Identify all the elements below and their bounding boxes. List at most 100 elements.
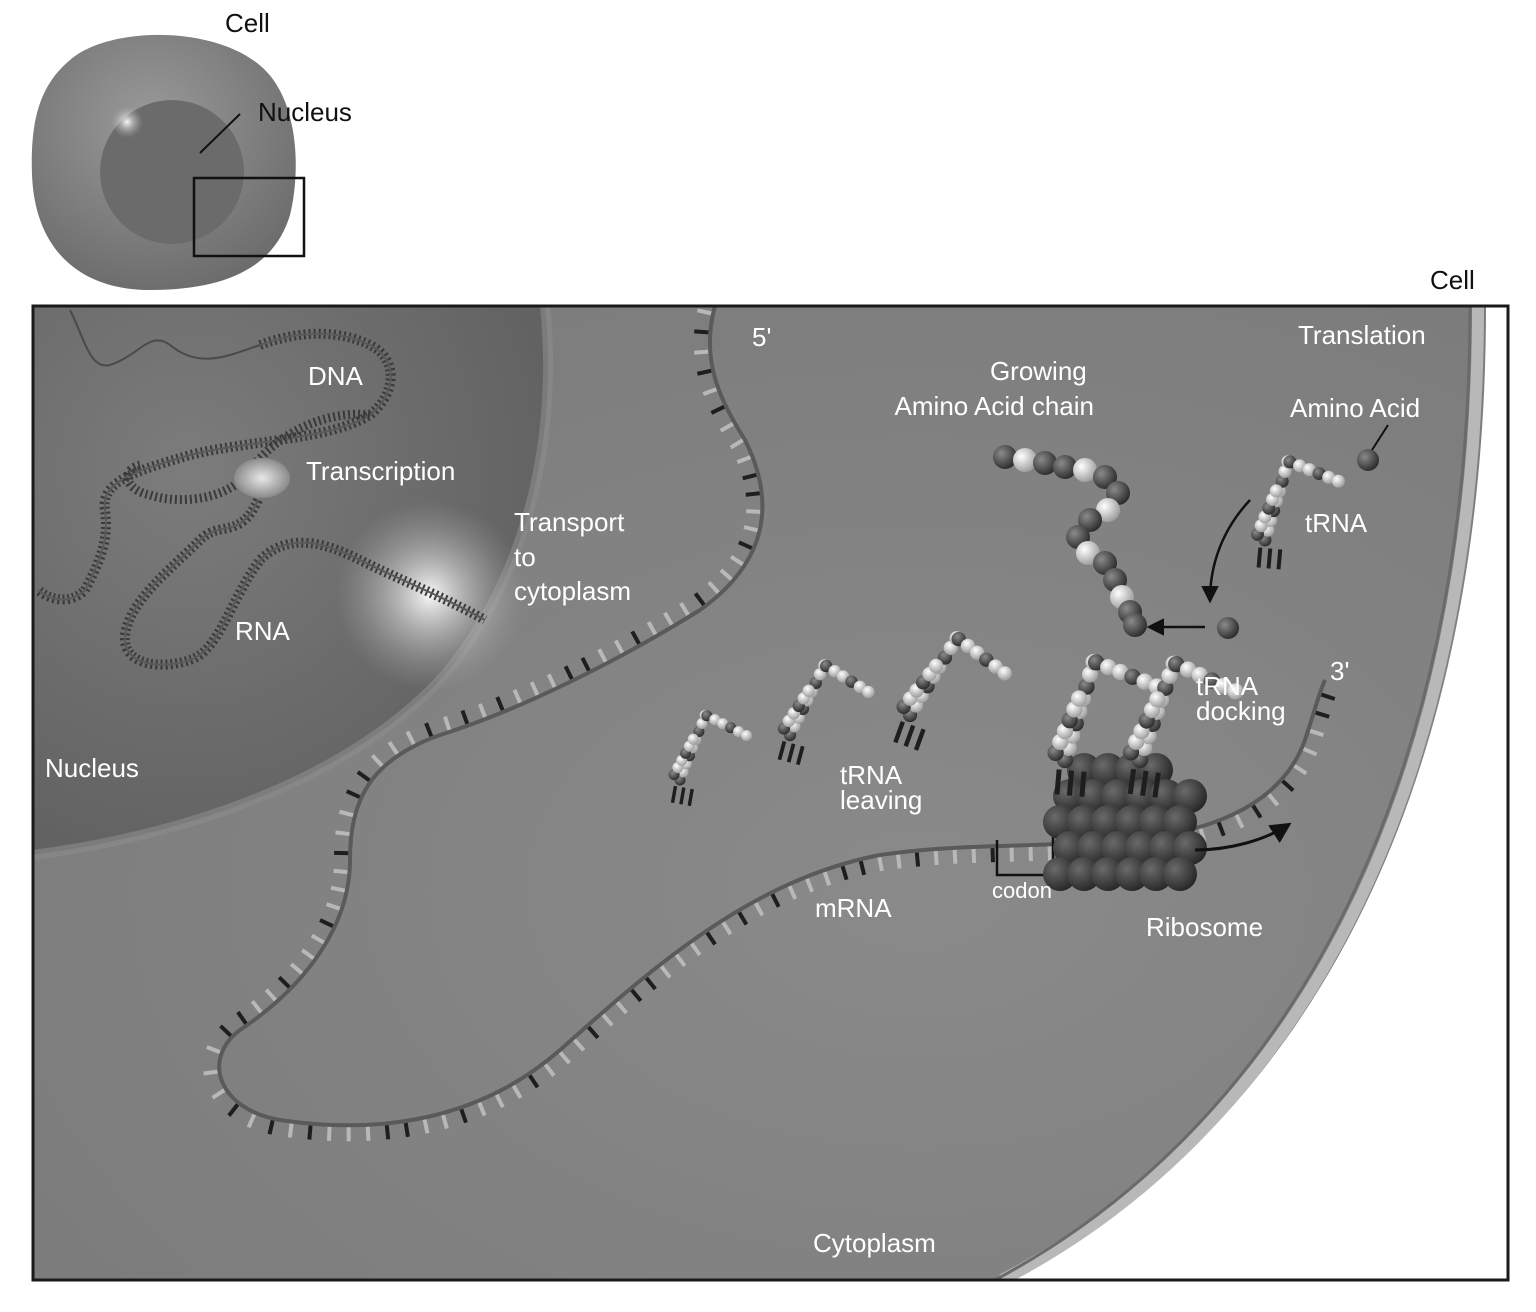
mrna-base [478, 703, 488, 720]
trna-bead [802, 684, 815, 698]
amino-acid [1053, 455, 1077, 479]
cytoplasm-label: Cytoplasm [813, 1228, 936, 1258]
amino-acid-label: Amino Acid [1290, 393, 1420, 423]
mrna-base [476, 1100, 487, 1117]
trna-bead [740, 730, 753, 742]
mrna-base [729, 555, 746, 568]
amino-acid [993, 445, 1017, 469]
mrna-base [310, 933, 327, 946]
growing-amino-acid-chain [993, 445, 1147, 637]
mrna-base [745, 491, 762, 497]
five-prime-label: 5' [752, 322, 771, 352]
mrna-base [804, 876, 814, 893]
trna-bead [997, 666, 1012, 681]
mrna-base [1216, 820, 1226, 837]
mrna-base [264, 988, 279, 1003]
amino-acid [1073, 458, 1097, 482]
mrna-base [370, 754, 385, 769]
trna-anticodon [1140, 770, 1149, 797]
trna-leaving-label: tRNA leaving [840, 760, 922, 815]
mrna-base [211, 1087, 228, 1100]
mrna-base [1233, 812, 1245, 829]
rna-label: RNA [235, 616, 291, 646]
mrna-base [277, 975, 292, 990]
mrna-base [580, 656, 592, 674]
trna-bead [862, 685, 875, 699]
trna-approach-arrow [1201, 499, 1251, 604]
mrna-base [227, 1101, 241, 1117]
dna-strand-a [37, 332, 392, 601]
mrna-base [752, 900, 765, 917]
overview-nucleus-leader [199, 113, 241, 154]
mrna-base [822, 869, 832, 886]
cell-membrane [999, 306, 1484, 1280]
mrna-base [710, 404, 727, 415]
mrna-base [460, 709, 470, 727]
trna-docking-label: tRNA docking [1196, 671, 1286, 726]
mrna-label: mRNA [815, 893, 892, 923]
trna-anticodon [670, 785, 678, 804]
ribosome-subunit [1163, 805, 1197, 839]
trna-anticodon [1079, 771, 1087, 797]
trna-anticodon [1276, 549, 1283, 570]
ribosome-subunit [1091, 857, 1125, 891]
mrna-base [585, 1024, 600, 1040]
ribosome-direction-arrow [1194, 822, 1292, 852]
trna-anticodon [1066, 770, 1075, 796]
main-cell-label: Cell [1430, 265, 1475, 295]
nucleus-label: Nucleus [45, 753, 139, 783]
mrna-base [289, 962, 305, 977]
overview-highlight [111, 106, 143, 138]
transcription-label: Transcription [306, 456, 455, 486]
mrna-base [495, 696, 506, 713]
overview-cell-label: Cell [225, 8, 270, 38]
trna-anticodon [903, 724, 916, 747]
mrna-base [319, 918, 336, 929]
mrna-base [613, 639, 626, 656]
mrna-base [403, 1120, 410, 1138]
mrna-base [510, 1083, 523, 1099]
mrna-base [301, 948, 317, 962]
trna-bead [687, 733, 699, 745]
trna-bead [1071, 690, 1088, 707]
ribosome-subunit [1043, 857, 1077, 891]
mrna-base [914, 850, 921, 867]
mrna-base [443, 715, 452, 733]
amino-acid [1033, 451, 1057, 475]
amino-acid-leader [1371, 424, 1389, 451]
mrna-base [658, 963, 672, 979]
trna [1047, 653, 1165, 797]
mrna-base [729, 437, 746, 450]
mrna-base [206, 1045, 223, 1055]
mrna-base [333, 868, 350, 875]
ribosome-subunit [1173, 779, 1207, 813]
mrna-base [527, 1072, 540, 1089]
dna-loop [123, 409, 371, 505]
trna-anticodon [786, 743, 796, 763]
rna-polymerase [234, 458, 290, 498]
mrna-base [895, 852, 902, 869]
ribosome-subunit [1101, 831, 1135, 865]
trna-anticodon [679, 787, 686, 805]
mrna-base [440, 1112, 449, 1130]
free-amino-acid [1357, 449, 1379, 471]
translation-label: Translation [1298, 320, 1426, 350]
codon-bracket [995, 815, 1055, 877]
mrna-base [529, 681, 541, 698]
nucleus-body [33, 306, 549, 855]
mrna-base [458, 1106, 468, 1124]
mrna-base [704, 929, 717, 946]
mrna-base [688, 940, 702, 957]
mrna-base [307, 1123, 313, 1140]
mrna-base [345, 789, 363, 800]
mrna-base [250, 1000, 264, 1016]
mrna-base [563, 665, 575, 682]
trna-anticodon [687, 788, 694, 807]
mrna-base [694, 329, 711, 335]
main-panel-border [31, 304, 1510, 1282]
mrna-base [646, 621, 659, 638]
mrna-base [267, 1118, 276, 1135]
amino-acid [1078, 508, 1102, 532]
amino-acid [1123, 613, 1147, 637]
codon-label: codon [992, 878, 1052, 903]
